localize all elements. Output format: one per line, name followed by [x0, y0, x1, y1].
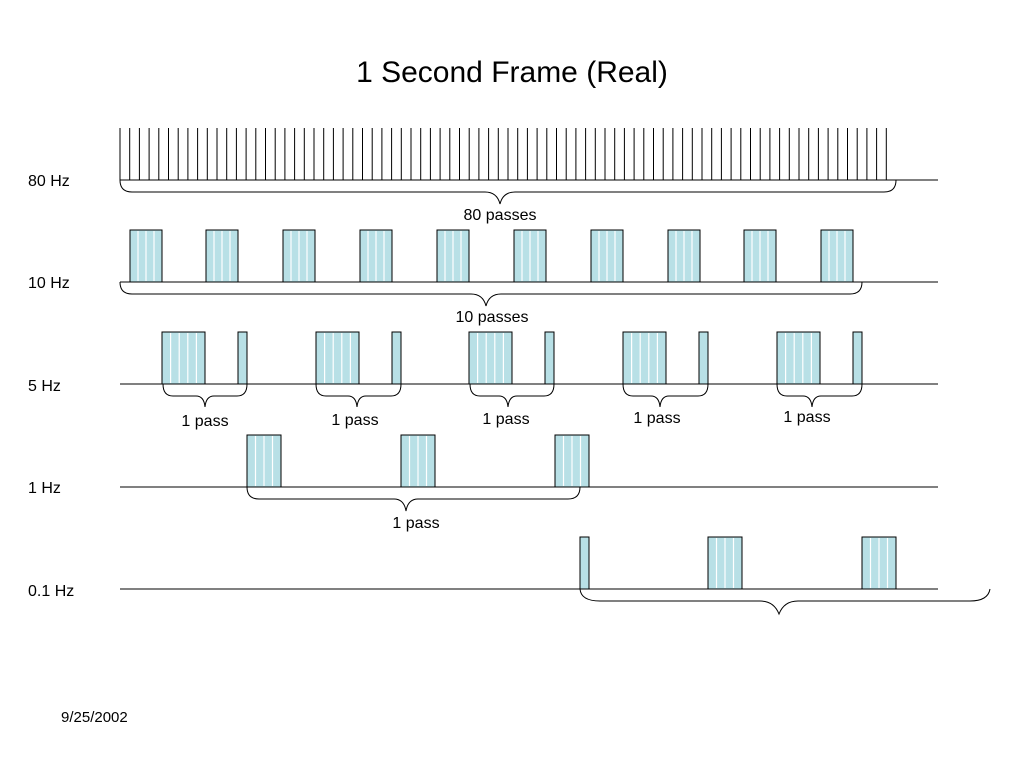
tick-marks-80hz — [119, 128, 887, 180]
pass-blocks — [129, 229, 897, 590]
row-label-5hz: 5 Hz — [28, 378, 61, 395]
block-5hz-thin — [852, 331, 863, 385]
block-rect — [622, 331, 667, 385]
block-10hz — [282, 229, 316, 283]
block-5hz-thin — [391, 331, 402, 385]
brace-label-10hz: 10 passes — [456, 309, 529, 326]
block-10hz — [590, 229, 624, 283]
brace-label-5hz-5: 1 pass — [783, 409, 830, 426]
block-rect — [468, 331, 513, 385]
block-rect — [579, 536, 590, 590]
brace-label-5hz-2: 1 pass — [331, 412, 378, 429]
page-title: 1 Second Frame (Real) — [356, 56, 668, 89]
brace-10hz — [119, 281, 863, 307]
block-5hz — [468, 331, 513, 385]
block-5hz — [622, 331, 667, 385]
brace-5hz-2 — [315, 383, 402, 408]
block-0-1hz-thin — [579, 536, 590, 590]
block-10hz — [743, 229, 777, 283]
block-rect — [315, 331, 360, 385]
block-5hz-thin — [544, 331, 555, 385]
block-5hz-thin — [698, 331, 709, 385]
block-10hz — [359, 229, 393, 283]
block-rect — [776, 331, 821, 385]
block-rect — [237, 331, 248, 385]
row-label-80hz: 80 Hz — [28, 173, 70, 190]
block-5hz — [315, 331, 360, 385]
brace-label-5hz-4: 1 pass — [633, 410, 680, 427]
block-rect — [391, 331, 402, 385]
row-label-1hz: 1 Hz — [28, 480, 61, 497]
row-label-10hz: 10 Hz — [28, 275, 70, 292]
brace-label-80hz: 80 passes — [464, 207, 537, 224]
block-rect — [852, 331, 863, 385]
block-10hz — [667, 229, 701, 283]
brace-label-5hz-1: 1 pass — [181, 413, 228, 430]
block-10hz — [820, 229, 854, 283]
block-1hz — [246, 434, 282, 488]
block-10hz — [513, 229, 547, 283]
block-0-1hz — [861, 536, 897, 590]
block-5hz-thin — [237, 331, 248, 385]
brace-5hz-5 — [776, 383, 863, 408]
block-rect — [544, 331, 555, 385]
brace-label-5hz-3: 1 pass — [482, 411, 529, 428]
block-10hz — [205, 229, 239, 283]
brace-1hz — [246, 486, 581, 512]
block-0-1hz — [707, 536, 743, 590]
block-10hz — [129, 229, 163, 283]
block-1hz — [554, 434, 590, 488]
block-rect — [161, 331, 206, 385]
block-5hz — [161, 331, 206, 385]
row-label-0-1hz: 0.1 Hz — [28, 583, 74, 600]
brace-label-1hz: 1 pass — [392, 515, 439, 532]
footer-date: 9/25/2002 — [61, 709, 128, 726]
block-1hz — [400, 434, 436, 488]
block-5hz — [776, 331, 821, 385]
block-rect — [698, 331, 709, 385]
brace-0-1hz — [579, 588, 991, 616]
brace-5hz-3 — [469, 383, 555, 408]
block-10hz — [436, 229, 470, 283]
brace-5hz-1 — [162, 383, 248, 408]
brace-5hz-4 — [622, 383, 709, 408]
brace-80hz — [119, 179, 897, 205]
